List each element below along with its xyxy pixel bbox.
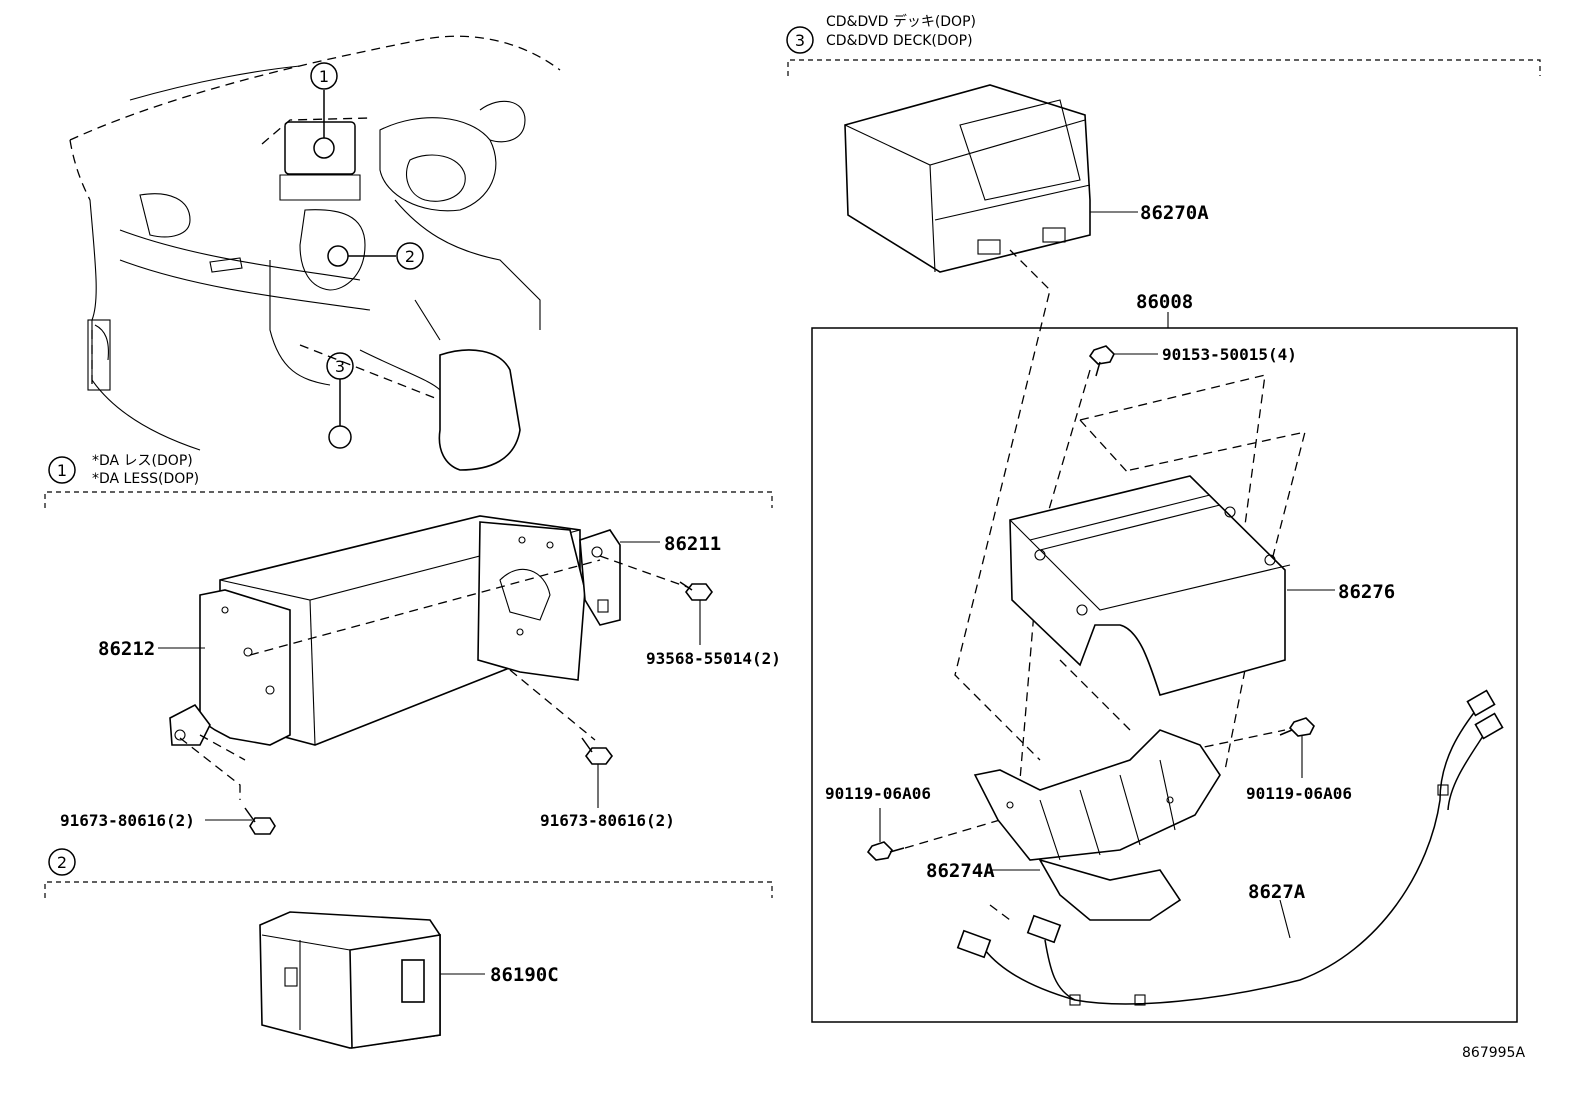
part-label-8627a: 8627A [1248,881,1306,903]
diagram-id: 867995A [1462,1045,1525,1061]
switch-86190c [259,911,441,1049]
part-label-86190c: 86190C [490,964,559,986]
callout-number-3: 3 [335,357,345,376]
location-marker-1 [313,137,335,159]
section-2-number-circle [48,848,76,876]
section-1-number-circle [48,456,76,484]
callout-number-2: 2 [405,247,415,266]
location-marker-2 [327,245,349,267]
part-label-93568-55014: 93568-55014(2) [646,649,781,668]
part-label-86270a: 86270A [1140,202,1209,224]
bolt-93568 [679,581,713,601]
part-label-90119-06a06-left: 90119-06A06 [825,784,931,803]
part-label-91673-80616-right: 91673-80616(2) [540,811,675,830]
part-label-86276: 86276 [1338,581,1395,603]
deck-86270a [844,84,1091,273]
section-3-title-en: CD&DVD DECK(DOP) [826,33,973,49]
wire-harness-8627a [956,689,1504,1006]
part-label-86274a: 86274A [926,860,995,882]
screw-90119-left [866,841,905,861]
cover-86276 [1009,475,1291,696]
bolt-91673-right [581,737,613,765]
section-3-number-circle [786,26,814,54]
kit-box-86008 [811,327,1518,1023]
part-label-90119-06a06-right: 90119-06A06 [1246,784,1352,803]
location-marker-3 [328,425,352,449]
callout-circle-2 [396,242,424,270]
section-3-title-jp: CD&DVD デッキ(DOP) [826,13,976,30]
bolt-91673-left [244,807,276,835]
section-1-title-jp: *DA レス(DOP) [92,453,193,469]
screw-90153 [1088,345,1115,377]
part-label-86212: 86212 [98,638,155,660]
screw-90119-right [1279,717,1315,737]
dashboard-overview-illustration: 1 2 3 [69,35,561,471]
callout-number-1: 1 [319,67,329,86]
callout-circle-1 [310,62,338,90]
section-3-number: 3 [795,31,805,50]
part-label-91673-80616-left: 91673-80616(2) [60,811,195,830]
section-2: 2 86190C [44,848,773,1049]
section-1-title-en: *DA LESS(DOP) [92,471,199,487]
part-label-86008: 86008 [1136,291,1193,313]
section-1-number: 1 [57,461,67,480]
section-2-number: 2 [57,853,67,872]
bracket-86274a [973,729,1221,921]
section-1-da-less: 1 *DA レス(DOP) *DA LESS(DOP) [44,453,781,835]
part-label-90153-50015: 90153-50015(4) [1162,345,1297,364]
section-3-cd-dvd-deck: 3 CD&DVD デッキ(DOP) CD&DVD DECK(DOP) 86270… [786,13,1541,1023]
part-label-86211: 86211 [664,533,721,555]
